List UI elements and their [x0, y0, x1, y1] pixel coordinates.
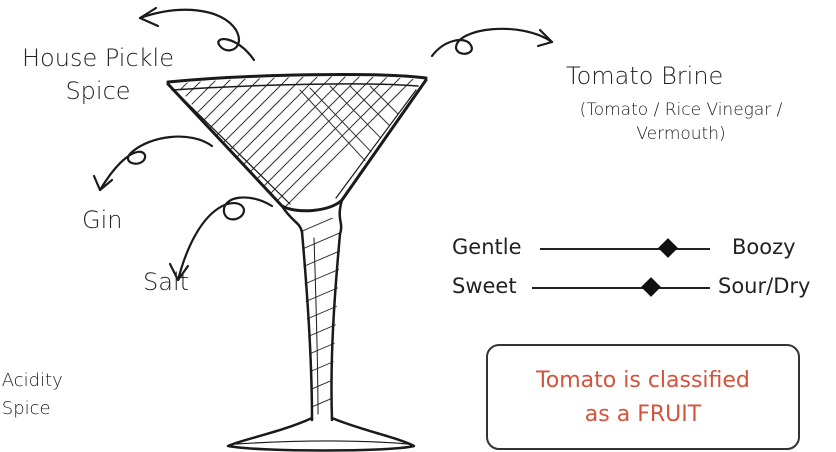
fact-line-2: as a FRUIT: [488, 398, 798, 432]
scale-gentle-boozy: Gentle Boozy: [452, 235, 836, 261]
label-tomato-brine-detail: (Tomato / Rice Vinegar / Vermouth): [556, 98, 806, 146]
legend-spice: : Spice: [0, 398, 51, 419]
scale-left-label: Gentle: [452, 235, 522, 259]
martini-glass-icon: [168, 70, 426, 451]
label-salt: Salt: [143, 268, 189, 296]
scale-right-label: Sour/Dry: [718, 274, 810, 298]
legend-acidity: : Acidity: [0, 370, 63, 391]
fact-line-1: Tomato is classified: [488, 364, 798, 398]
label-tomato-brine: Tomato Brine: [566, 62, 723, 90]
scale-sweet-sour: Sweet Sour/Dry: [452, 274, 836, 300]
arrow-gin-icon: [94, 137, 212, 190]
arrow-tomato-brine-icon: [432, 29, 552, 56]
scale-marker: [641, 277, 661, 297]
scale-track: [540, 248, 710, 250]
fact-box: Tomato is classified as a FRUIT: [486, 344, 800, 450]
label-house-pickle-spice: House Pickle Spice: [8, 42, 188, 108]
scale-left-label: Sweet: [452, 274, 517, 298]
scale-right-label: Boozy: [732, 235, 796, 259]
scale-track: [532, 287, 710, 289]
label-gin: Gin: [82, 206, 122, 234]
scale-marker: [658, 238, 678, 258]
